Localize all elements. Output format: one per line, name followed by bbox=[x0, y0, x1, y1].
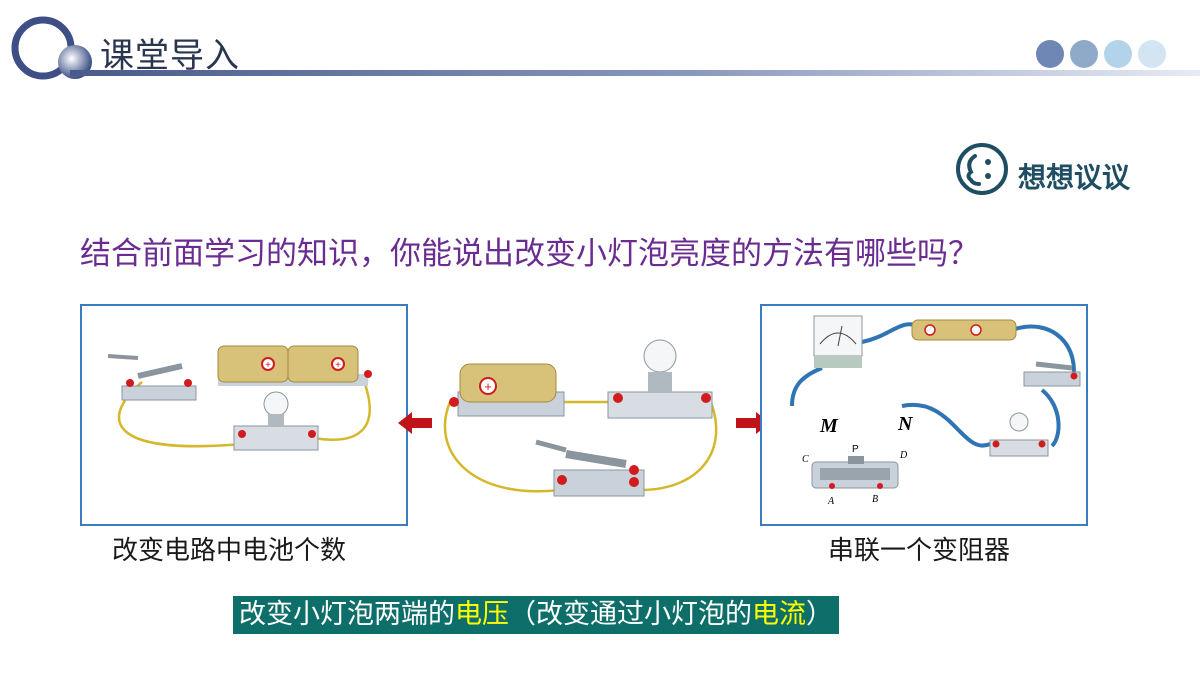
panel-series-rheostat: M N P C D A B bbox=[760, 304, 1088, 526]
header-title: 课堂导入 bbox=[100, 36, 240, 76]
header-divider bbox=[70, 70, 1200, 76]
question-text: 结合前面学习的知识，你能说出改变小灯泡亮度的方法有哪些吗？ bbox=[80, 236, 979, 272]
conclusion-banner: 改变小灯泡两端的电压（改变通过小灯泡的电流） bbox=[233, 596, 839, 634]
conclusion-part1: 改变小灯泡两端的 bbox=[239, 599, 455, 630]
svg-text:+: + bbox=[484, 379, 492, 394]
label-A: A bbox=[827, 496, 835, 507]
circuit-rheostat: M N P C D A B bbox=[790, 315, 1081, 507]
svg-text:+: + bbox=[265, 360, 271, 371]
svg-text:+: + bbox=[335, 360, 341, 371]
circuit-two-batteries: + + bbox=[107, 345, 372, 451]
label-C: C bbox=[802, 454, 809, 465]
panel-more-batteries: + + bbox=[80, 304, 408, 526]
label-M: M bbox=[819, 415, 839, 437]
label-D: D bbox=[899, 450, 908, 461]
conclusion-part3: ） bbox=[806, 599, 833, 630]
think-icon bbox=[956, 143, 1008, 195]
circuit-basic: + bbox=[443, 339, 718, 497]
conclusion-part2: （改变通过小灯泡的 bbox=[509, 599, 752, 630]
label-P: P bbox=[852, 444, 859, 455]
label-B: B bbox=[872, 494, 878, 505]
conclusion-highlight-current: 电流 bbox=[752, 599, 806, 630]
caption-change-battery-count: 改变电路中电池个数 bbox=[112, 536, 347, 566]
think-discuss-label: 想想议议 bbox=[1018, 161, 1131, 194]
caption-series-rheostat: 串联一个变阻器 bbox=[828, 536, 1011, 566]
conclusion-highlight-voltage: 电压 bbox=[455, 599, 509, 630]
header-dots bbox=[1036, 40, 1166, 68]
label-N: N bbox=[897, 413, 914, 435]
arrow-left-icon bbox=[398, 412, 432, 434]
